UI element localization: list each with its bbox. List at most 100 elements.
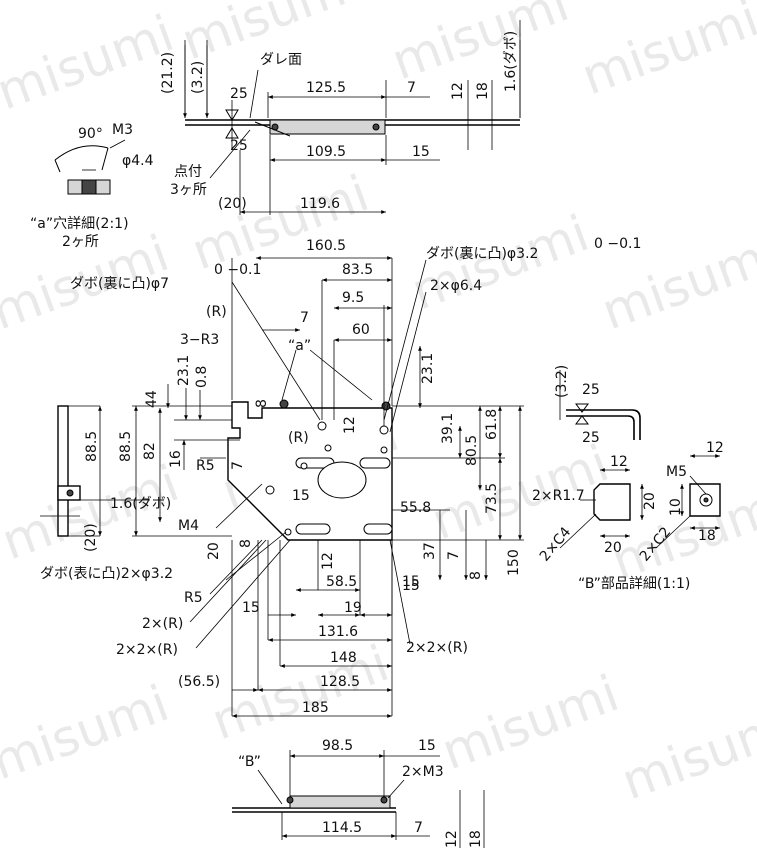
detail-a-caption: 2ヶ所 [62, 234, 99, 250]
dim-label: (21.2) [160, 52, 176, 94]
c4-label: 2×C4 [537, 524, 575, 564]
dim-label: 19 [344, 600, 362, 616]
dim-label: (R) [206, 304, 227, 320]
watermark: misumi [574, 0, 757, 106]
dim-label: 150 [506, 549, 522, 576]
dim-label: 39.1 [440, 413, 456, 444]
dabo-back-7-tol: 0 −0.1 [214, 262, 261, 278]
dim-label: 7 [446, 551, 462, 560]
a-mark-label: “a” [288, 338, 311, 354]
dim-label: 12 [706, 440, 724, 456]
watermark: misumi [0, 4, 181, 121]
dim-label: 15 [402, 574, 420, 590]
thread-label: M3 [112, 122, 133, 138]
detail-a-caption: “a”穴詳細(2:1) [30, 216, 129, 232]
r22-label: 2×2×(R) [116, 642, 178, 658]
dim-label: 58.5 [326, 574, 357, 590]
dim-label: 12 [342, 416, 358, 434]
watermark: misumi [434, 664, 626, 781]
dim-label: 7 [414, 820, 423, 836]
dim-label: 44 [144, 390, 160, 408]
dim-label: 55.8 [400, 500, 431, 516]
dim-label: 15 [402, 578, 420, 594]
watermark: misumi [614, 694, 757, 811]
dim-label: 18 [698, 528, 716, 544]
bottom-view: “B” 98.5 15 2×M3 114.5 7 12 18 [232, 738, 485, 848]
dim-label: 12 [610, 454, 628, 470]
m4-label: M4 [178, 518, 199, 534]
dim-label: (R) [288, 430, 309, 446]
dim-label: 15 [412, 144, 430, 160]
dim-label: 15 [242, 600, 260, 616]
watermark: misumi [0, 454, 186, 571]
dim-label: 25 [582, 382, 600, 398]
dim-label: 109.5 [306, 144, 346, 160]
dim-label: 119.6 [300, 196, 340, 212]
dim-label: 20 [206, 542, 222, 560]
dim-label: 160.5 [306, 238, 346, 254]
dim-label: 2×M3 [402, 764, 444, 780]
dim-label: 1.6(ダボ) [110, 496, 171, 512]
dabo-back-7-label: ダボ(裏に凸)φ7 [70, 275, 169, 292]
note-label: 点付 [174, 164, 202, 180]
dim-label: 12 [450, 82, 466, 100]
dim-label: 88.5 [118, 431, 134, 462]
dim-label: (3.2) [554, 365, 570, 398]
dim-label: 25 [582, 430, 600, 446]
dim-label: 23.1 [176, 355, 192, 386]
watermark: misumi [404, 204, 596, 321]
dim-label: 8 [238, 539, 254, 548]
dim-label: 20 [642, 492, 658, 510]
hole-64-label: 2×φ6.4 [430, 278, 482, 294]
watermark: misumi [204, 634, 396, 751]
dim-label: 131.6 [318, 624, 358, 640]
dabo-back-32-label: ダボ(裏に凸)φ3.2 [426, 245, 538, 262]
dim-label: 82 [142, 442, 158, 460]
dim-label: 25 [230, 86, 248, 102]
dim-label: 20 [604, 540, 622, 556]
dim-label: (20) [218, 196, 247, 212]
dim-label: 25 [230, 138, 248, 154]
dim-label: 61.8 [484, 409, 500, 440]
dim-label: 60 [352, 322, 370, 338]
dim-label: 73.5 [484, 483, 500, 514]
r22b-label: 2×2×(R) [406, 640, 468, 656]
dim-label: 23.1 [420, 353, 436, 384]
dim-label: 12 [444, 830, 460, 848]
dim-label: 1.6(ダボ) [503, 31, 519, 92]
dia-label: φ4.4 [122, 153, 154, 169]
dim-label: 8 [468, 571, 484, 580]
dim-label: 18 [468, 830, 484, 848]
dim-label: R5 [196, 458, 215, 474]
dim-label: 3−R3 [180, 332, 219, 348]
dabo-front-label: ダボ(表に凸)2×φ3.2 [40, 566, 173, 582]
dim-label: 125.5 [306, 80, 346, 96]
dim-label: 98.5 [322, 738, 353, 754]
detail-a: 90° M3 φ4.4 “a”穴詳細(2:1) 2ヶ所 [30, 122, 154, 250]
watermark: misumi [384, 0, 576, 91]
dim-label: 7 [300, 310, 309, 326]
r2-label: 2×(R) [142, 616, 183, 632]
angle-label: 90° [78, 126, 103, 142]
note-label: ダレ面 [260, 52, 302, 68]
dim-label: 0.8 [194, 366, 210, 388]
dim-label: 88.5 [84, 431, 100, 462]
b-mark-label: “B” [238, 754, 261, 770]
dim-label: 10 [668, 498, 684, 516]
dim-label: 185 [302, 700, 329, 716]
dim-label: 128.5 [320, 674, 360, 690]
dim-label: 83.5 [342, 262, 373, 278]
main-view: 88.5 1.6(ダボ) (20) 160.5 83.5 9.5 7 60 23… [40, 236, 641, 718]
dim-label: 114.5 [322, 820, 362, 836]
dim-label: 37 [422, 542, 438, 560]
dim-label: 148 [330, 650, 357, 666]
detail-b-caption: “B”部品詳細(1:1) [578, 576, 690, 592]
note-label: 3ヶ所 [170, 182, 207, 198]
r5-label: R5 [184, 590, 203, 606]
dim-label: 7 [407, 80, 416, 96]
top-view: (21.2) (3.2) 125.5 7 12 18 1.6(ダボ) 109.5… [160, 20, 521, 215]
dim-label: (20) [83, 523, 99, 552]
dim-label: (56.5) [178, 674, 220, 690]
dim-label: 15 [418, 738, 436, 754]
